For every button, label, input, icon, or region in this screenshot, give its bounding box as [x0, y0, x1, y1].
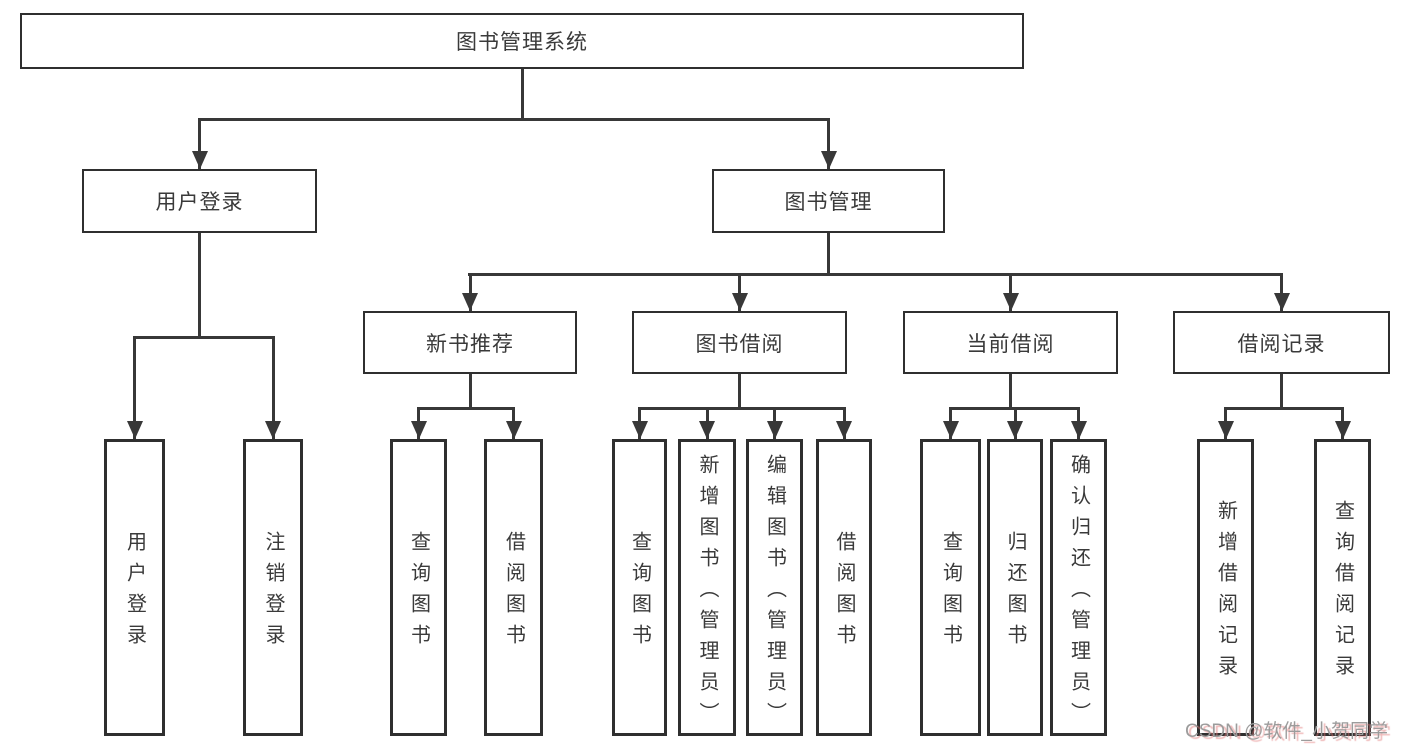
- leaf-query-borrow-record: 查询借阅记录: [1314, 439, 1371, 736]
- connector-book-management-branch-line: [468, 273, 1283, 276]
- csdn-watermark: CSDN @软件_小贺同学: [1185, 721, 1388, 742]
- arrow-to-leaf-logout: [271, 336, 275, 439]
- arrow-to-edit-book-admin: [773, 407, 776, 439]
- leaf-borrow-books: 借阅图书: [816, 439, 872, 736]
- connector-user-login-stub: [198, 233, 201, 339]
- connector-borrow-records-line: [1224, 407, 1344, 410]
- leaf-return-book: 归还图书: [987, 439, 1043, 736]
- arrow-to-leaf-user-login: [133, 336, 136, 439]
- node-label: 借阅记录: [1237, 332, 1326, 356]
- arrow-to-add-borrow-record: [1224, 407, 1227, 439]
- leaf-label: 借阅图书: [833, 531, 855, 655]
- arrow-to-return-book: [1013, 407, 1017, 439]
- connector-book-management-stub: [827, 233, 830, 276]
- arrow-to-query-books-d1: [949, 407, 952, 439]
- arrow-to-borrow-records: [1280, 273, 1283, 311]
- leaf-label: 注销登录: [262, 531, 284, 655]
- leaf-query-books-current: 查询图书: [920, 439, 981, 736]
- leaf-label: 查询图书: [407, 531, 430, 655]
- leaf-add-borrow-record: 新增借阅记录: [1197, 439, 1254, 736]
- leaf-query-books-borrow: 查询图书: [612, 439, 667, 736]
- arrow-to-add-book-admin: [705, 407, 709, 439]
- node-label: 新书推荐: [426, 332, 514, 356]
- node-user-login: 用户登录: [82, 169, 317, 233]
- arrow-to-user-login: [198, 118, 201, 169]
- connector-book-borrow-stub: [738, 374, 741, 410]
- leaf-edit-book-admin: 编辑图书（管理员）: [746, 439, 803, 736]
- node-current-borrow: 当前借阅: [903, 311, 1118, 374]
- connector-root-branch-line: [198, 118, 830, 121]
- leaf-label: 借阅图书: [502, 531, 525, 655]
- leaf-logout: 注销登录: [243, 439, 303, 736]
- node-borrow-records: 借阅记录: [1173, 311, 1390, 374]
- arrow-to-query-books-b1: [417, 407, 420, 439]
- leaf-label: 新增图书（管理员）: [696, 453, 718, 733]
- node-library-management-system: 图书管理系统: [20, 13, 1024, 69]
- connector-current-borrow-stub: [1009, 374, 1012, 410]
- arrow-to-new-book-recommend: [468, 273, 472, 311]
- node-label: 用户登录: [155, 191, 244, 214]
- leaf-borrow-books-recommend: 借阅图书: [484, 439, 543, 736]
- connector-new-book-recommend-stub: [468, 374, 472, 410]
- leaf-label: 查询借阅记录: [1331, 500, 1354, 686]
- leaf-user-login: 用户登录: [104, 439, 165, 736]
- arrow-to-book-management: [827, 118, 830, 169]
- leaf-confirm-return-admin: 确认归还（管理员）: [1050, 439, 1107, 736]
- node-label: 图书管理: [784, 191, 873, 214]
- leaf-label: 归还图书: [1004, 531, 1026, 655]
- leaf-label: 查询图书: [628, 531, 651, 655]
- node-new-book-recommend: 新书推荐: [363, 311, 577, 374]
- connector-new-book-recommend-line: [417, 407, 515, 410]
- arrow-to-query-books-c1: [638, 407, 641, 439]
- connector-root-stub: [520, 69, 524, 121]
- arrow-to-current-borrow: [1009, 273, 1012, 311]
- node-book-management: 图书管理: [712, 169, 945, 233]
- leaf-label: 新增借阅记录: [1214, 500, 1237, 686]
- leaf-label: 用户登录: [123, 531, 146, 655]
- leaf-query-books-recommend: 查询图书: [390, 439, 447, 736]
- arrow-to-query-borrow-record: [1341, 407, 1344, 439]
- connector-user-login-branch-line: [133, 336, 275, 339]
- connector-book-borrow-line: [638, 407, 846, 410]
- node-label: 当前借阅: [966, 332, 1055, 356]
- node-book-borrow: 图书借阅: [632, 311, 847, 374]
- arrow-to-confirm-return-admin: [1077, 407, 1080, 439]
- arrow-to-borrow-books-b2: [512, 407, 515, 439]
- leaf-label: 查询图书: [939, 531, 962, 655]
- connector-borrow-records-stub: [1280, 374, 1283, 410]
- leaf-label: 编辑图书（管理员）: [763, 453, 786, 733]
- node-label: 图书管理系统: [456, 31, 588, 54]
- arrow-to-borrow-books-c4: [842, 407, 846, 439]
- leaf-add-book-admin: 新增图书（管理员）: [678, 439, 736, 736]
- arrow-to-book-borrow: [738, 273, 741, 311]
- leaf-label: 确认归还（管理员）: [1067, 453, 1090, 733]
- node-label: 图书借阅: [695, 332, 784, 356]
